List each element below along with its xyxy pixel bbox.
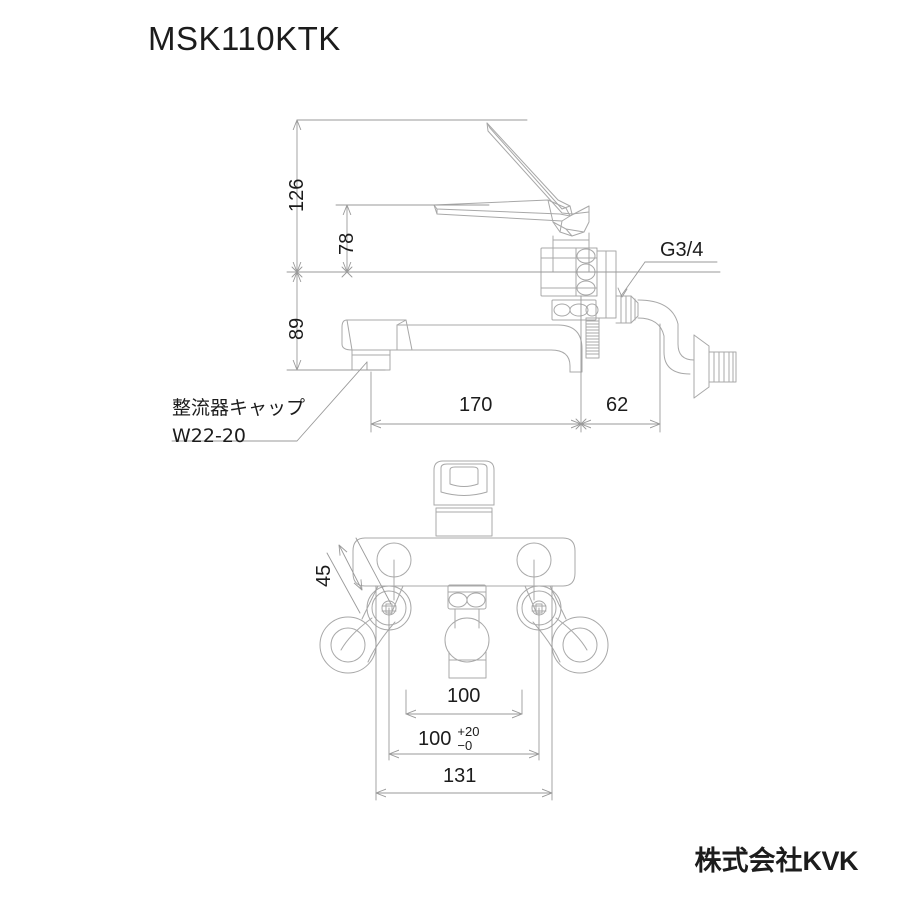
- plan-view-faucet-geometry: [319, 460, 609, 679]
- page-title: MSK110KTK: [148, 20, 341, 57]
- dim-tolerance-plus: +20: [457, 724, 480, 739]
- dim-spread-inner: 100: [447, 685, 481, 707]
- callout-thread-g34: G3/4: [660, 239, 704, 261]
- dim-spread-tolerance-value: 100: [418, 727, 452, 750]
- dim-reach-spout: 170: [459, 394, 493, 416]
- dim-height-lever: 78: [336, 232, 358, 255]
- brand-mark-kvk: KVK: [802, 846, 858, 876]
- dim-spread-tolerance: 100+20−0: [418, 725, 479, 753]
- dim-tolerance-minus: −0: [457, 737, 473, 753]
- brand-company-jp: 株式会社: [694, 846, 803, 877]
- dim-offset-wall: 62: [606, 394, 629, 416]
- callout-aerator-cap-line1: 整流器キャップ: [172, 397, 306, 419]
- dim-overall-width: 131: [443, 765, 477, 787]
- dim-offset-45: 45: [313, 564, 335, 587]
- dim-spread-tolerance-stack: +20−0: [457, 725, 479, 752]
- callout-aerator-cap-line2: W22-20: [172, 425, 246, 447]
- plan-view-dimensions: [326, 537, 553, 801]
- side-view-dimensions: [286, 119, 721, 433]
- brand-logo: 株式会社KVK: [694, 839, 858, 878]
- dim-height-total: 126: [286, 178, 308, 212]
- side-view-leaders: [171, 261, 718, 442]
- dim-height-spout-drop: 89: [286, 317, 308, 340]
